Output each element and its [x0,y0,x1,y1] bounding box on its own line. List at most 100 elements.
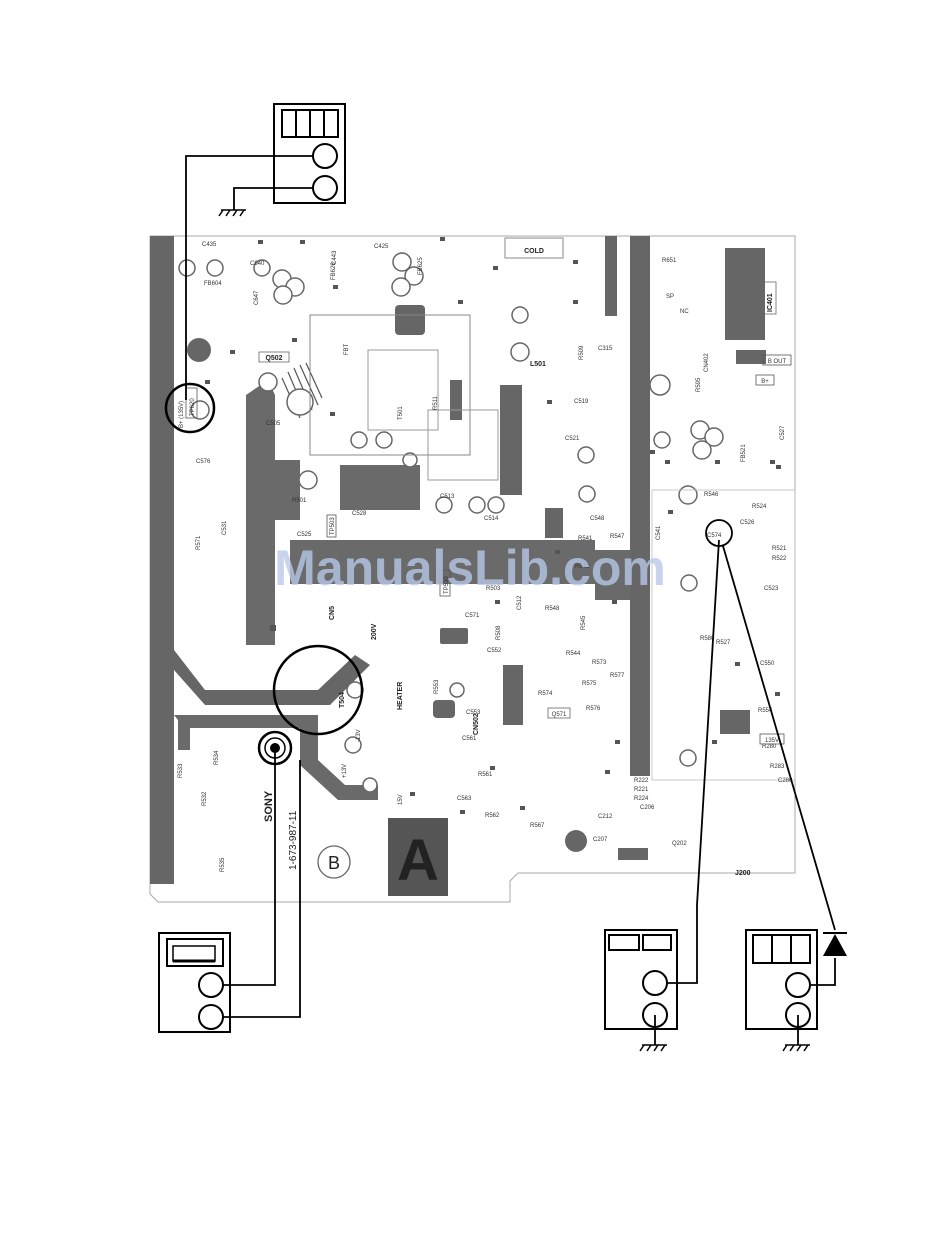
ground-symbols [218,209,810,1052]
label-c514: C514 [484,516,499,522]
label-r532: R532 [202,791,208,806]
brand-label: SONY [263,790,275,822]
label-c647: C647 [254,290,260,305]
label-ic401: IC401 [767,293,774,312]
label-r553: R553 [434,679,440,694]
label-c534: C526 [740,520,755,526]
label-plus13v: +13V [342,764,348,778]
label-r561: R561 [478,772,493,778]
label-r280: R280 [762,744,777,750]
label-fbt: FBT [344,343,350,355]
label-r571: R571 [196,535,202,550]
label-r545: R545 [581,615,587,630]
sub-board-letter: B [328,853,340,873]
label-r575b: R575 [582,681,597,687]
label-r521: R521 [772,546,787,552]
label-r575: R548 [545,606,560,612]
label-r503: R503 [486,586,501,592]
label-r522: R522 [772,556,787,562]
label-nc: NC [680,309,689,315]
ground-icon [639,1044,667,1052]
label-tp503: TP503 [330,517,336,535]
label-r651: R651 [662,258,677,264]
label-r509: R509 [579,345,585,360]
label-fb521: FB521 [741,444,747,462]
meter-bottom-middle-terminal-2 [642,1002,668,1028]
label-c443: C443 [332,250,338,265]
label-r543: R543 [575,564,590,570]
label-c207: C207 [593,837,608,843]
test-point-b-plus [164,382,216,434]
label-c206: C206 [640,805,655,811]
label-c435: C435 [202,242,217,248]
meter-bottom-left [158,932,231,1033]
label-c640: C640 [250,261,265,267]
label-b-out: B OUT [768,359,787,365]
label-c521: C521 [565,436,580,442]
label-c563: C563 [457,796,472,802]
label-c512: C512 [517,595,523,610]
label-15v: 15V [398,794,404,805]
label-c531: C531 [222,520,228,535]
meter-bottom-left-terminal-2 [198,1004,224,1030]
label-b-plus: B+ [761,379,769,385]
label-c548: C548 [590,516,605,522]
label-r221: R221 [634,787,649,793]
label-c513: C513 [440,494,455,500]
meter-bottom-left-terminal-1 [198,972,224,998]
diode-icon [823,932,847,956]
label-t501: T501 [398,406,404,420]
label-q202: Q202 [672,841,687,847]
label-r508: R508 [496,625,502,640]
watermark: ManualsLib.com [274,540,666,596]
meter-top-terminal-2 [312,175,338,201]
label-c528: C528 [352,511,367,517]
meter-bottom-right-terminal-1 [785,972,811,998]
label-r573: R573 [592,660,607,666]
label-tp530: TP530 [444,576,450,594]
label-200v: 200V [371,623,378,640]
label-t504: T504 [339,692,346,708]
label-c525: C525 [297,532,312,538]
label-r554: R554 [758,708,773,714]
part-number: 1-673-987-11 [288,810,299,870]
label-r524: R524 [752,504,767,510]
meter-bottom-middle-terminal-1 [642,970,668,996]
label-q502: Q502 [265,355,282,362]
test-point-markers [164,382,733,736]
pcb-board: COLD A B SONY 1-673-987-11 [149,235,796,903]
label-r534: R534 [214,750,220,765]
label-c425: C425 [374,244,389,250]
label-cn402: CN402 [704,353,710,372]
label-l501: L501 [530,361,546,368]
label-c571: C571 [465,613,480,619]
label-cn5: CN5 [329,606,336,620]
meter-bottom-right-terminal-2 [785,1002,811,1028]
label-r546: R546 [704,492,719,498]
label-fb604: FB604 [204,281,222,287]
label-c212: C212 [598,814,613,820]
label-r574: R574 [538,691,553,697]
label-135v: 135V [765,738,779,744]
label-r222: R222 [634,778,649,784]
board-letter: A [397,828,439,893]
label-r567: R567 [530,823,545,829]
label-r527: R527 [716,640,731,646]
label-cn502: CN502 [473,713,480,735]
ground-icon [218,209,246,217]
label-r576: R576 [586,706,601,712]
meter-top-terminal-1 [312,143,338,169]
label-sp: SP [666,294,674,300]
label-r224: R224 [634,796,649,802]
label-c505: C505 [266,421,281,427]
meter-bottom-right [745,929,818,1030]
label-q571: Q571 [552,712,567,718]
label-fb625: FB625 [418,257,424,275]
label-c280: C280 [778,778,793,784]
label-r577: R577 [610,673,625,679]
label-r580: R580 [700,636,715,642]
label-r562: R562 [485,813,500,819]
label-r511: R511 [433,395,439,410]
label-r535: R535 [220,857,226,872]
label-c553: C553 [466,710,481,716]
